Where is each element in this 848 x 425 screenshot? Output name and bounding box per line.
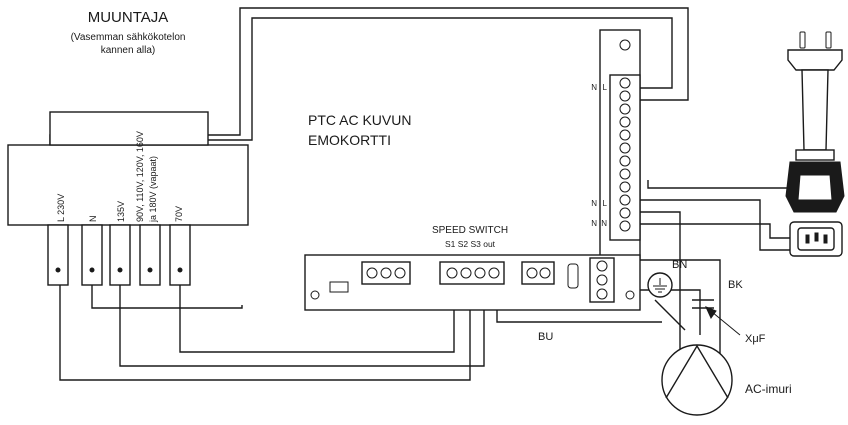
wire-n-plug bbox=[640, 223, 790, 239]
wire-230v-out bbox=[59, 285, 471, 381]
board-title-2: EMOKORTTI bbox=[308, 132, 391, 148]
transformer-title: MUUNTAJA bbox=[88, 9, 169, 26]
wire-l-plug bbox=[640, 199, 790, 251]
strip-label-n3: N bbox=[591, 219, 597, 228]
motor bbox=[661, 344, 733, 416]
terminal-free bbox=[139, 224, 161, 286]
strip-label-l1: L bbox=[603, 83, 608, 92]
wire-135v bbox=[119, 285, 485, 367]
strip-label-n4: N bbox=[601, 219, 607, 228]
transformer-note-1: (Vasemman sähkökotelon bbox=[71, 32, 186, 43]
strip-label-n2: N bbox=[591, 199, 597, 208]
wire-n bbox=[91, 285, 243, 309]
capacitor-label: XμF bbox=[745, 333, 766, 345]
board-left-connector bbox=[329, 261, 411, 293]
board-title-1: PTC AC KUVUN bbox=[308, 112, 411, 128]
tap-label-n: N bbox=[88, 216, 98, 223]
main-board: N L N L N N bbox=[304, 29, 641, 311]
tap-label-135v: 135V bbox=[116, 201, 126, 222]
label-bn: BN bbox=[672, 259, 687, 271]
speed-switch-connector bbox=[439, 261, 505, 285]
ground-symbol bbox=[647, 272, 673, 298]
tap-label-70v: 70V bbox=[174, 206, 184, 222]
wire-cap-link bbox=[654, 299, 686, 331]
power-socket-icon bbox=[789, 221, 843, 257]
tap-label-230v: L 230V bbox=[56, 194, 66, 222]
board-motor-connector bbox=[589, 257, 615, 303]
board-mid-connector bbox=[521, 261, 555, 285]
transformer-core bbox=[49, 111, 209, 146]
wire-plug-top bbox=[647, 180, 820, 189]
transformer: MUUNTAJA (Vasemman sähkökotelon kannen a… bbox=[7, 9, 249, 286]
terminal-135v bbox=[109, 224, 131, 286]
strip-terminals bbox=[609, 74, 641, 241]
terminal-70v bbox=[169, 224, 191, 286]
power-plug-icon bbox=[785, 31, 845, 213]
terminal-230v bbox=[47, 224, 69, 286]
wire-70v bbox=[179, 285, 455, 353]
speed-switch-pins: S1 S2 S3 out bbox=[445, 239, 496, 249]
wire-n-motor bbox=[640, 211, 681, 350]
transformer-body bbox=[7, 144, 249, 226]
tap-label-free-2: ja 180V (vapaat) bbox=[148, 156, 158, 223]
capacitor bbox=[692, 299, 741, 336]
strip-label-l2: L bbox=[603, 199, 608, 208]
speed-switch-title: SPEED SWITCH bbox=[432, 225, 508, 236]
tap-label-free-1: 90V, 110V, 120V, 160V bbox=[135, 131, 145, 222]
label-bu: BU bbox=[538, 331, 553, 343]
label-bk: BK bbox=[728, 279, 743, 291]
transformer-note-2: kannen alla) bbox=[101, 45, 155, 56]
motor-label: AC-imuri bbox=[745, 382, 792, 396]
transformer-terminals bbox=[47, 224, 191, 286]
terminal-n bbox=[81, 224, 103, 286]
wire-bk bbox=[620, 289, 701, 335]
strip-label-n1: N bbox=[591, 83, 597, 92]
